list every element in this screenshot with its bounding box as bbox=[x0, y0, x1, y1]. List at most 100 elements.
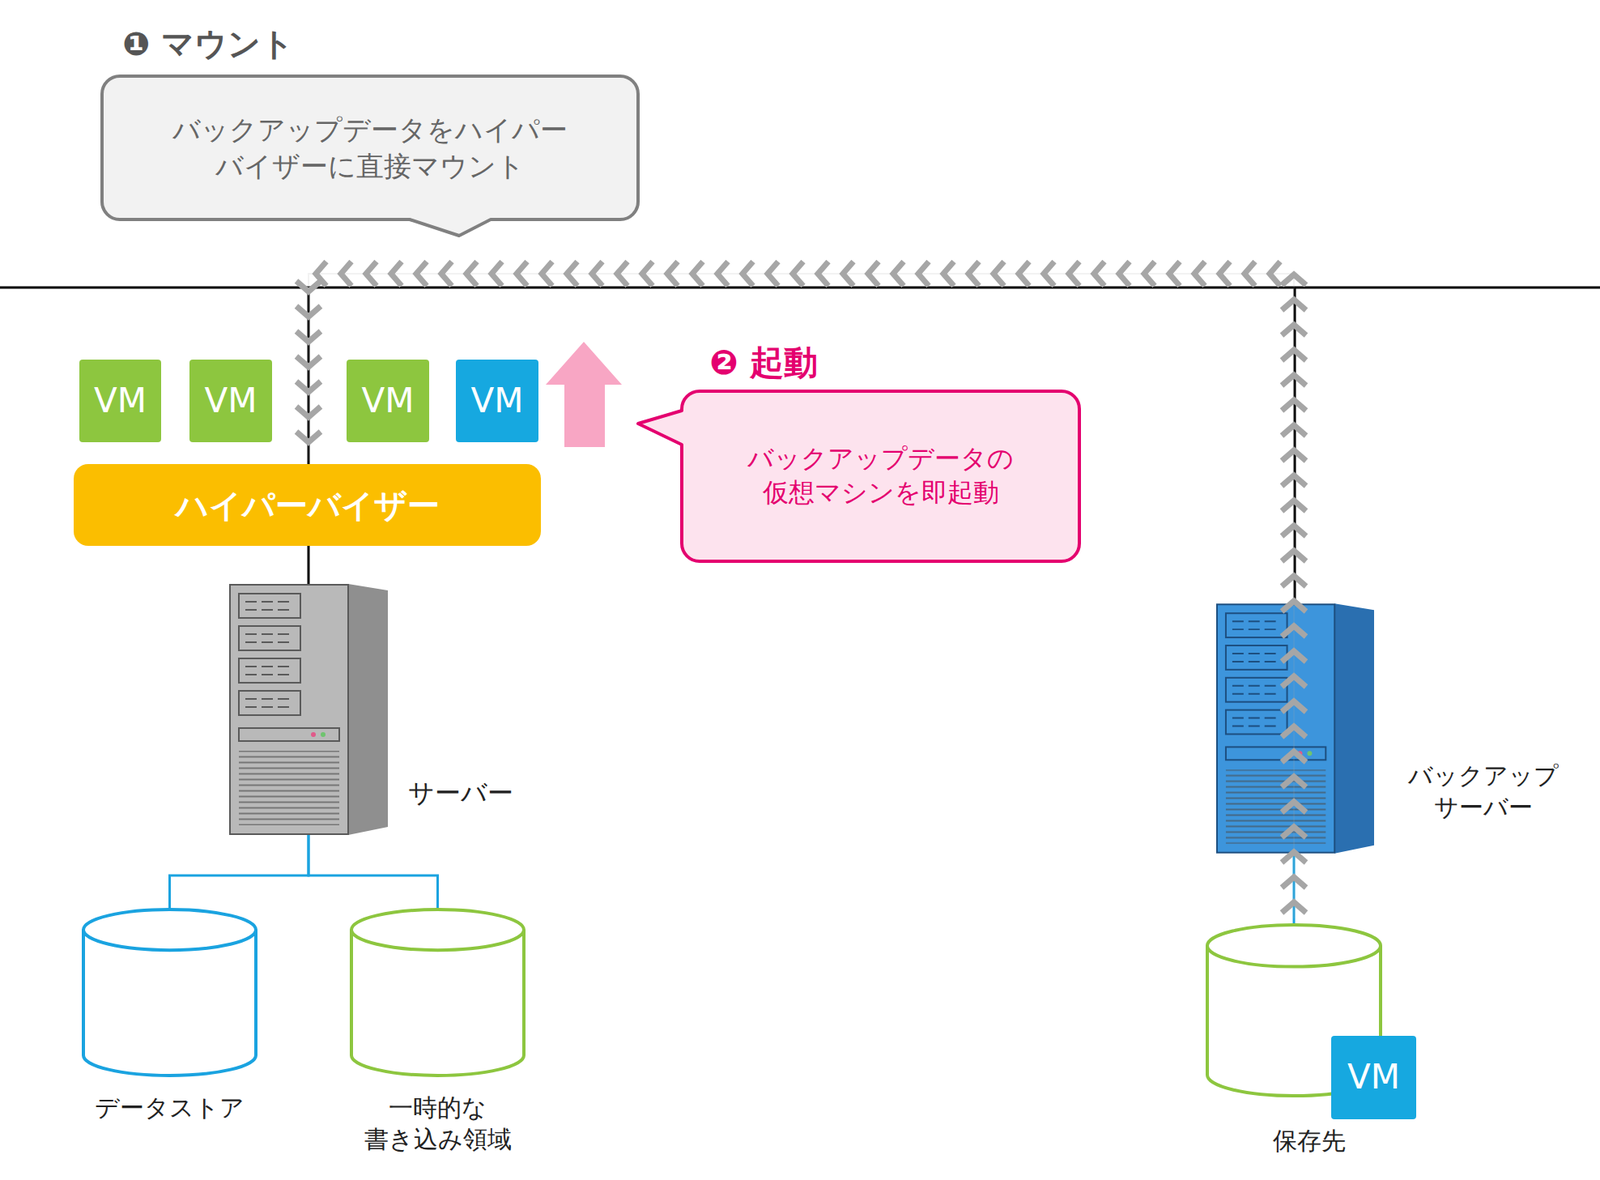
connector-path bbox=[308, 834, 439, 908]
arrow-chevron bbox=[868, 261, 879, 286]
arrow-chevron bbox=[516, 261, 528, 286]
arrow-chevron bbox=[1281, 902, 1307, 913]
arrow-chevron bbox=[817, 261, 829, 286]
arrow-chevron bbox=[1281, 600, 1307, 612]
callout-text: バックアップデータをハイパー バイザーに直接マウント bbox=[127, 111, 613, 183]
arrow-chevron bbox=[296, 306, 321, 317]
vm-label: VM bbox=[204, 378, 258, 424]
callout-down-outline bbox=[102, 76, 639, 220]
write-area-cylinder: 一時的な 書き込み領域 bbox=[349, 907, 526, 1077]
arrow-chevron bbox=[1281, 651, 1307, 662]
server-illustration bbox=[229, 583, 388, 835]
destination-cylinder: 保存先VM bbox=[1205, 923, 1383, 1098]
boot-arrow bbox=[545, 341, 622, 447]
server-label: サーバー bbox=[408, 776, 514, 811]
arrow-chevron bbox=[296, 431, 321, 443]
arrow-chevron bbox=[642, 261, 653, 286]
storage-label: 一時的な 書き込み領域 bbox=[332, 1091, 544, 1155]
arrow-chevron bbox=[842, 261, 854, 286]
arrow-chevron bbox=[1018, 261, 1030, 286]
arrow-chevron bbox=[416, 261, 427, 286]
storage-label: データストア bbox=[48, 1091, 292, 1124]
cylinder-outline bbox=[81, 907, 258, 1077]
arrow-chevron bbox=[591, 261, 603, 286]
connector-path bbox=[307, 545, 311, 584]
vm-label: VM bbox=[93, 378, 147, 424]
callout-outline bbox=[102, 76, 639, 236]
vm-box: VM bbox=[79, 359, 162, 443]
arrow-chevron bbox=[943, 261, 954, 286]
step-heading: ❶ マウント bbox=[122, 22, 294, 65]
vm-label: VM bbox=[361, 378, 415, 424]
step-heading: ❷ 起動 bbox=[709, 340, 818, 386]
connector-line bbox=[308, 545, 310, 584]
arrow-chevron bbox=[541, 261, 553, 286]
arrow-chevron bbox=[1244, 261, 1256, 286]
vm-box: VM bbox=[346, 359, 430, 443]
arrow-chevron bbox=[1281, 400, 1307, 411]
arrow-chevron bbox=[717, 261, 728, 286]
arrow-chevron bbox=[1281, 826, 1307, 838]
arrow-chevron bbox=[1281, 425, 1307, 436]
arrow-chevron bbox=[742, 261, 754, 286]
arrow-chevron bbox=[296, 381, 321, 392]
arrow-chevron bbox=[692, 261, 703, 286]
arrow-chevron bbox=[1169, 261, 1180, 286]
server-node: サーバー bbox=[229, 583, 388, 835]
arrow-chevron bbox=[340, 261, 352, 286]
mount-arrow bbox=[296, 261, 1307, 919]
backup-server-node: バックアップ サーバー bbox=[1216, 601, 1375, 856]
backup-server-illustration bbox=[1217, 603, 1375, 853]
arrow-chevron bbox=[667, 261, 678, 286]
arrow-chevron bbox=[1281, 801, 1307, 813]
hypervisor-label: ハイパーバイザー bbox=[175, 484, 440, 527]
arrow-chevron bbox=[1068, 261, 1080, 286]
arrow-chevron bbox=[893, 261, 904, 286]
arrow-chevron bbox=[566, 261, 578, 286]
arrow-chevron bbox=[391, 261, 402, 286]
connector-line bbox=[308, 834, 439, 908]
arrow-chevron bbox=[1144, 261, 1155, 286]
network-line bbox=[0, 286, 1600, 290]
arrow-chevron bbox=[296, 356, 321, 367]
cylinder-rim bbox=[1207, 945, 1381, 967]
connector-path bbox=[308, 273, 1294, 919]
vm-label: VM bbox=[471, 378, 524, 424]
arrow-chevron bbox=[1281, 475, 1307, 486]
arrow-chevron bbox=[1281, 324, 1307, 336]
arrow-chevron bbox=[918, 261, 929, 286]
cylinder-body bbox=[83, 909, 256, 1076]
arrow-chevron bbox=[1281, 726, 1307, 737]
callout-outline bbox=[638, 391, 1080, 562]
arrow-chevron bbox=[792, 261, 804, 286]
arrow-chevron bbox=[1281, 450, 1307, 461]
arrow-chevron bbox=[296, 406, 321, 418]
arrow-chevron bbox=[1043, 261, 1055, 286]
arrow-chevron bbox=[1093, 261, 1105, 286]
callout-text: バックアップデータの 仮想マシンを即起動 bbox=[702, 442, 1060, 510]
arrow-chevron bbox=[993, 261, 1005, 286]
boot-callout: ❷ 起動バックアップデータの 仮想マシンを即起動 bbox=[681, 391, 1080, 562]
arrow-chevron bbox=[365, 261, 377, 286]
arrow-chevron bbox=[1281, 751, 1307, 762]
arrow-chevron bbox=[1281, 299, 1307, 311]
arrow-chevron bbox=[1194, 261, 1205, 286]
arrow-chevron bbox=[1281, 851, 1307, 863]
callout-left-outline bbox=[681, 391, 1080, 562]
arrow-chevron bbox=[1281, 776, 1307, 788]
cylinder-body bbox=[351, 909, 524, 1076]
connector-path bbox=[170, 834, 310, 908]
server-label: バックアップ サーバー bbox=[1390, 759, 1577, 823]
arrow-chevron bbox=[296, 280, 321, 292]
datastore-cylinder: データストア bbox=[81, 907, 258, 1077]
cylinder-outline bbox=[349, 907, 526, 1077]
arrow-chevron bbox=[1281, 349, 1307, 361]
vm-label: VM bbox=[1347, 1055, 1400, 1100]
arrow-chevron bbox=[767, 261, 779, 286]
cylinder-rim bbox=[351, 929, 524, 950]
arrow-chevron bbox=[1281, 550, 1307, 562]
arrow-chevron bbox=[1281, 500, 1307, 511]
vm-box: VM bbox=[455, 359, 539, 443]
arrow-chevron bbox=[617, 261, 628, 286]
